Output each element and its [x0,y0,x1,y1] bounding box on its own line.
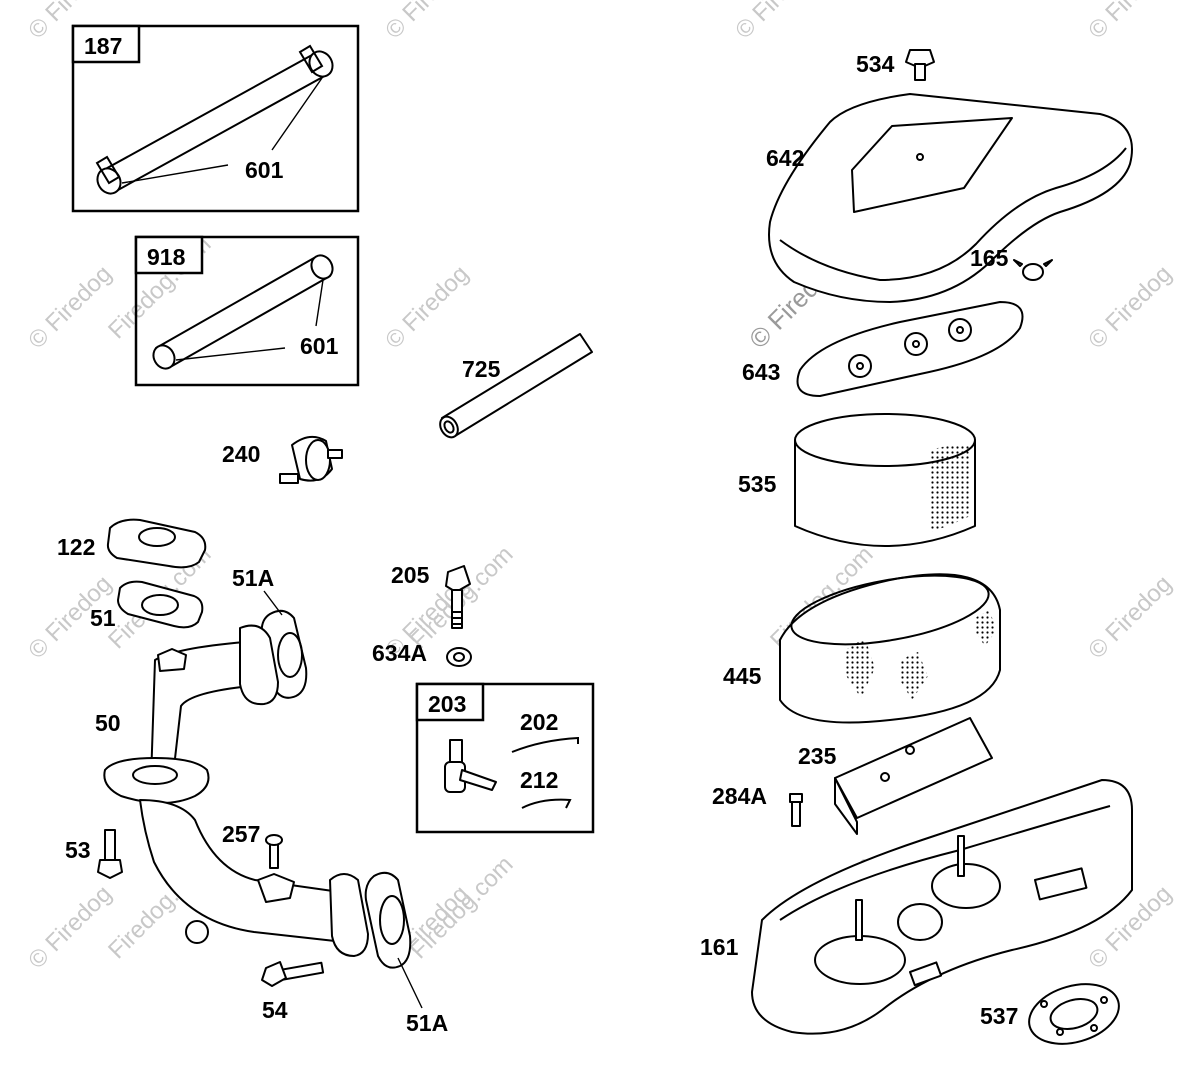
part-161-air-cleaner-base [751,779,1133,1035]
part-label-54: 54 [262,997,288,1023]
kit-number-tag [415,682,485,722]
part-51A-gasket-lower [364,871,412,969]
part-284A-screw [789,793,803,827]
part-51-gasket [117,580,204,629]
part-label-122: 122 [57,534,95,560]
fuel-line-hose [152,254,334,370]
part-label-284A: 284A [712,783,767,809]
part-label-53: 53 [65,837,91,863]
part-label-240: 240 [222,441,260,467]
throttle-lever [444,739,497,793]
part-235-bracket [834,717,993,835]
spring-212 [521,798,572,809]
kit-number-tag [134,235,204,275]
part-53-bolt [97,829,123,879]
watermark-text: © Firedog [380,0,474,44]
kit-box-frame [71,24,360,213]
part-label-51A: 51A [406,1010,448,1036]
watermark-text: Firedog.com [405,851,518,964]
watermark-text: © Firedog [730,0,824,44]
kit-187: 187 601 [71,24,360,213]
watermark-text: © Firedog [1083,260,1177,354]
part-50-intake-manifold [103,624,369,957]
part-label-51A: 51A [232,565,274,591]
leader-line [121,77,323,184]
part-634A-washer [446,647,472,667]
part-label-537: 537 [980,1003,1018,1029]
watermark-text: © Firedog [23,260,117,354]
leader-line [175,279,324,361]
leader-line [263,590,283,616]
part-445-air-filter-cartridge [779,573,1001,724]
part-label-212: 212 [520,767,558,793]
kit-918: 918 601 [134,235,360,387]
part-label-634A: 634A [372,640,427,666]
part-label-202: 202 [520,709,558,735]
watermark-text: © Firedog [1083,570,1177,664]
part-label-534: 534 [856,51,895,77]
part-205-bolt [445,565,471,629]
part-165-wing-nut [1013,259,1053,281]
kit-203: 203 202 212 [415,682,595,834]
part-534-screw [905,49,935,81]
kit-187-number: 187 [84,33,122,59]
part-642-air-cleaner-cover [768,93,1133,303]
part-537-gasket [1028,983,1120,1045]
watermark-text: © Firedog [23,880,117,974]
part-label-50: 50 [95,710,121,736]
part-label-642: 642 [766,145,804,171]
part-label-601: 601 [300,333,339,359]
part-label-725: 725 [462,356,501,382]
part-label-161: 161 [700,934,739,960]
part-label-535: 535 [738,471,777,497]
part-257-screw [265,834,283,869]
kit-918-number: 918 [147,244,186,270]
part-643-base-plate [796,301,1024,397]
link-rod-202 [511,736,579,753]
fuel-line-hose [95,44,334,195]
part-725-tube [439,333,593,439]
part-label-235: 235 [798,743,837,769]
part-54-bolt [261,961,325,987]
part-label-643: 643 [742,359,780,385]
part-535-pre-cleaner [794,413,976,547]
kit-203-number: 203 [428,691,466,717]
part-label-257: 257 [222,821,260,847]
part-label-445: 445 [723,663,762,689]
watermark-text: © Firedog [380,260,474,354]
kit-box-frame [415,682,595,834]
part-label-51: 51 [90,605,116,631]
part-label-205: 205 [391,562,430,588]
leader-line [397,957,423,1009]
part-122-spacer [106,518,207,569]
part-240-fuel-filter [279,435,343,484]
kit-box-frame [134,235,360,387]
part-label-601: 601 [245,157,284,183]
watermark-text: © Firedog [1083,0,1177,44]
kit-number-tag [71,24,141,64]
part-label-165: 165 [970,245,1009,271]
